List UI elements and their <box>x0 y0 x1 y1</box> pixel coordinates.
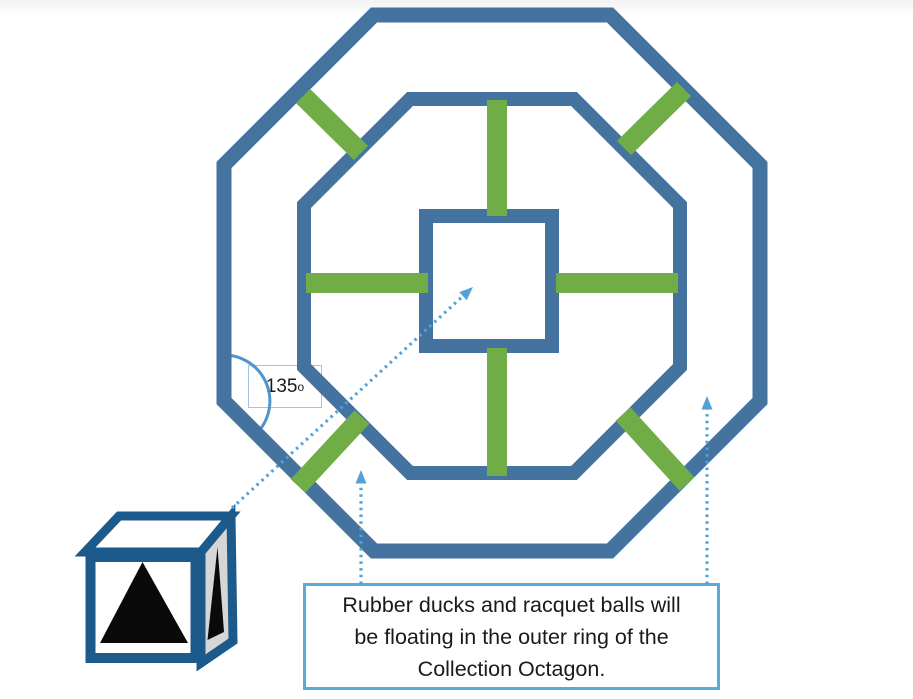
angle-value: 135 <box>265 375 298 397</box>
arrowhead-up-icon <box>355 470 367 484</box>
cube-side-triangle <box>207 547 224 640</box>
outer-octagon <box>216 7 768 559</box>
dotted-arrow-to-outer-ring-left <box>355 470 367 584</box>
caption-line-2: be floating in the outer ring of the <box>354 624 669 649</box>
connector-bar-top-left <box>295 88 369 161</box>
caption-box: Rubber ducks and racquet balls will be f… <box>303 583 720 690</box>
connector-bar-top-right <box>616 81 692 156</box>
cube-illustration <box>74 503 241 672</box>
cube-top-face <box>74 511 241 557</box>
dotted-arrow-to-outer-ring-right <box>701 396 713 584</box>
page-top-shadow <box>0 0 913 16</box>
connector-bar-bottom-right <box>615 407 695 491</box>
cube-right-face <box>196 503 238 672</box>
connector-bar-bottom-left <box>290 410 370 493</box>
arrowhead-up-icon <box>701 396 713 410</box>
caption-line-3: Collection Octagon. <box>417 656 606 681</box>
inner-octagon <box>297 92 687 480</box>
arrowhead-northeast-icon <box>459 287 473 301</box>
caption-line-1: Rubber ducks and racquet balls will <box>342 592 681 617</box>
cube-front-face <box>85 552 201 663</box>
center-square <box>419 209 559 353</box>
cube-front-triangle <box>100 562 188 643</box>
